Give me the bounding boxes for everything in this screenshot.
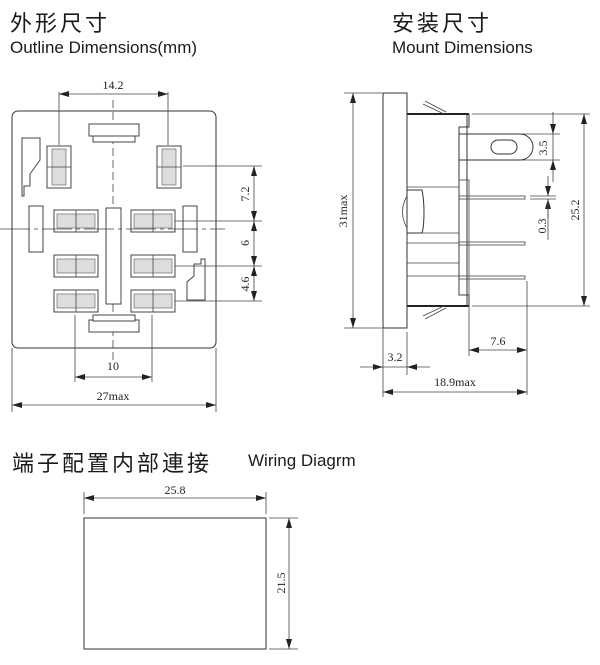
dim-10: 10 <box>107 359 119 373</box>
terminal-row3-left <box>53 289 99 313</box>
dim-7-6: 7.6 <box>491 334 506 348</box>
mount-title-en: Mount Dimensions <box>392 38 533 57</box>
dim-4-6: 4.6 <box>238 277 252 292</box>
tab-hole <box>490 139 518 155</box>
outline-title-en: Outline Dimensions(mm) <box>10 38 198 57</box>
outline-title-cn: 外形尺寸 <box>10 12 111 37</box>
relay-body-outline <box>11 110 217 349</box>
flange <box>382 92 408 329</box>
indicator-dome <box>402 195 408 229</box>
terminal-row3-right <box>130 289 176 313</box>
center-bar <box>105 207 122 305</box>
mount-title-cn: 安装尺寸 <box>392 12 493 37</box>
dim-21-5: 21.5 <box>274 573 288 594</box>
wiring-title-en: Wiring Diagrm <box>248 451 356 470</box>
dim-3-2: 3.2 <box>388 350 403 364</box>
outline-view: 14.2 7.2 6 4.6 10 27max <box>0 78 262 412</box>
dim-6: 6 <box>238 240 252 246</box>
dim-3-5: 3.5 <box>536 141 550 156</box>
terminal-top-left <box>46 145 72 189</box>
terminal-row2-left <box>53 254 99 278</box>
right-latch <box>186 258 206 301</box>
dim-27max: 27max <box>97 389 130 403</box>
top-spring-clip <box>422 100 447 115</box>
dim-25-8: 25.8 <box>165 483 186 497</box>
top-clip <box>88 123 140 143</box>
bottom-spring-clip <box>422 305 447 320</box>
terminal-row2-right <box>130 254 176 278</box>
side-body <box>406 113 468 307</box>
terminal-top-right <box>156 145 182 189</box>
pin-1 <box>458 195 526 200</box>
pin-2 <box>458 241 526 246</box>
dim-18-9max: 18.9max <box>434 375 476 389</box>
wiring-title-cn: 端子配置内部連接 <box>12 452 213 477</box>
mount-tab <box>459 133 534 161</box>
wiring-view: 25.8 21.5 <box>83 483 298 650</box>
terminal-row1-right <box>130 209 176 233</box>
panel-cutout <box>83 517 267 650</box>
dim-7-2: 7.2 <box>238 187 252 202</box>
dim-0-3: 0.3 <box>535 219 549 234</box>
dim-31max: 31max <box>336 195 350 228</box>
bottom-clip <box>88 314 140 333</box>
pin-3 <box>458 275 526 280</box>
dim-25-2: 25.2 <box>568 200 582 221</box>
mount-view: 31max 3.5 0.3 25.2 3.2 7.6 <box>336 92 590 397</box>
dim-14-2: 14.2 <box>103 78 124 92</box>
left-latch <box>21 137 41 197</box>
terminal-row1-left <box>53 209 99 233</box>
